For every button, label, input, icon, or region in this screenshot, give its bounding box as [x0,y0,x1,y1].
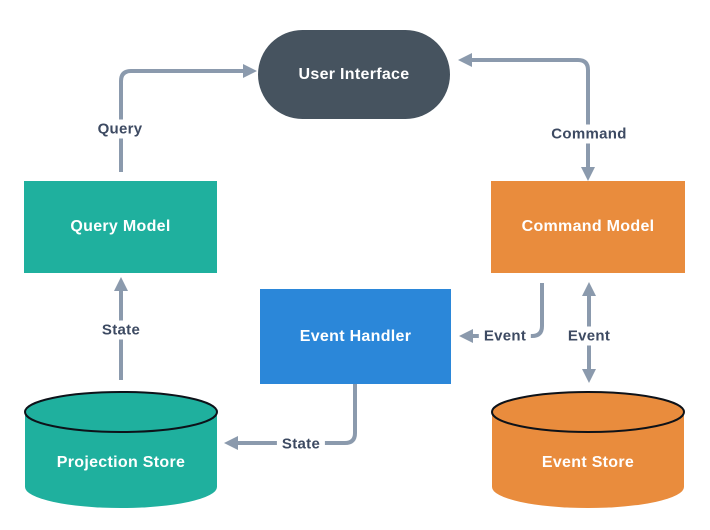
node-query-model-label: Query Model [70,218,171,235]
database-cylinder-icon [24,391,218,508]
edge-query-line [119,69,244,172]
node-event-store: Event Store [490,390,686,510]
node-query-model: Query Model [24,181,217,273]
edge-label-command: Command [546,124,632,144]
arrowhead-into-command-model-bottom [582,282,596,296]
edge-label-state-to-projection-store: State [276,434,326,454]
edge-label-state-to-query-model: State [96,320,146,340]
arrowhead-into-event-handler [459,329,473,343]
arrowhead-into-query-model [114,277,128,291]
node-projection-store: Projection Store [23,390,219,510]
node-user-interface: User Interface [258,30,450,119]
node-user-interface-label: User Interface [298,65,410,83]
arrowhead-into-command-model [581,167,595,181]
edge-label-event-to-handler: Event [478,326,532,346]
edge-command-line [470,58,590,168]
node-event-handler-label: Event Handler [299,327,412,345]
arrowhead-into-ui-right [458,53,472,67]
edge-event-to-handler-line [471,283,544,338]
node-event-handler: Event Handler [260,289,451,384]
edge-label-query: Query [92,119,148,139]
arrowhead-into-projection-store [224,436,238,450]
node-command-model-label: Command Model [521,218,655,235]
node-event-store-label: Event Store [541,454,635,471]
node-command-model: Command Model [491,181,685,273]
node-projection-store-label: Projection Store [56,454,186,471]
edge-label-event-store-sync: Event [562,326,616,346]
edge-state-to-projection-line [236,384,357,445]
arrowhead-into-ui-left [243,64,257,78]
database-cylinder-icon [491,391,685,508]
arrowhead-into-event-store [582,369,596,383]
